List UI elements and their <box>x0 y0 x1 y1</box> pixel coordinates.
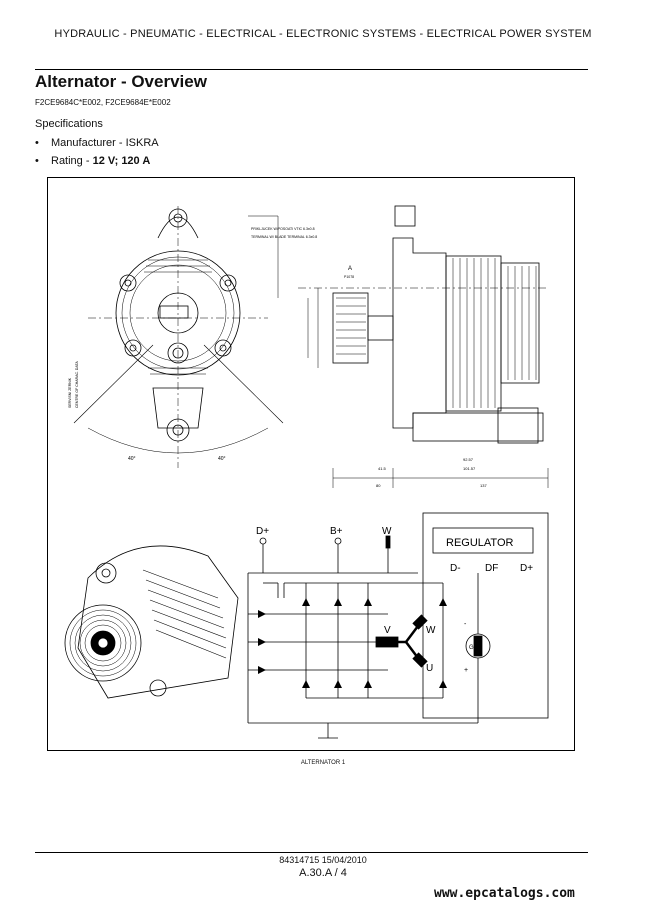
view-a-pin: P1078 <box>344 275 354 279</box>
bullet: • <box>35 155 39 167</box>
figure-caption: ALTERNATOR 1 <box>300 760 346 766</box>
dim-415: 41.5 <box>378 466 387 471</box>
coil-v: V <box>384 625 391 636</box>
spec-item-rating: • Rating - 12 V; 120 A <box>35 155 150 167</box>
terminal-label-2: TERMINAL W/ BLADE TERMINAL 6.3x0.8 <box>251 235 317 239</box>
coil-u: U <box>426 663 433 674</box>
terminal-w: W <box>382 526 392 537</box>
service-label-b: CENTRE OF CHARAC. DATA <box>75 361 79 408</box>
view-a-label: A <box>348 266 352 272</box>
angle-label-right: 40° <box>218 456 226 462</box>
terminal-b-plus: B+ <box>330 526 343 537</box>
field-minus: - <box>464 621 467 628</box>
terminal-label-1: PRIKLJUCEK W/POSOATI VTIC 6.3x0.8 <box>251 227 315 231</box>
document-id: 84314715 15/04/2010 <box>279 855 367 865</box>
spec-label: Manufacturer - <box>51 137 126 149</box>
service-label-a: SERVISNI ZERNIK <box>68 377 72 408</box>
section-header: HYDRAULIC - PNEUMATIC - ELECTRICAL - ELE… <box>54 28 592 40</box>
page-title: Alternator - Overview <box>35 72 207 91</box>
coil-w: W <box>426 625 436 636</box>
model-codes: F2CE9684C*E002, F2CE9684E*E002 <box>35 98 171 107</box>
wiring-schematic <box>247 512 549 739</box>
regulator-label: REGULATOR <box>446 537 513 549</box>
field-plus: + <box>464 667 468 674</box>
angle-label-left: 40° <box>128 456 136 462</box>
reg-df: DF <box>485 563 498 574</box>
header-rule <box>35 69 588 70</box>
spec-item-manufacturer: • Manufacturer - ISKRA <box>35 137 159 149</box>
side-view-drawing <box>298 205 549 488</box>
reg-d-minus: D- <box>450 563 461 574</box>
bullet: • <box>35 137 39 149</box>
dim-92: 92.57 <box>463 457 474 462</box>
dim-80: 80 <box>376 483 381 488</box>
footer-rule <box>35 852 588 853</box>
isometric-view-drawing <box>64 545 239 699</box>
spec-value: 12 V; 120 A <box>92 155 151 167</box>
specifications-heading: Specifications <box>35 118 103 130</box>
dim-137: 137 <box>480 483 487 488</box>
reg-d-plus: D+ <box>520 563 533 574</box>
watermark: www.epcatalogs.com <box>434 886 575 901</box>
terminal-d-plus: D+ <box>256 526 269 537</box>
technical-drawing: PRIKLJUCEK W/POSOATI VTIC 6.3x0.8 TERMIN… <box>64 205 549 739</box>
spec-value: ISKRA <box>125 137 159 149</box>
alternator-figure: PRIKLJUCEK W/POSOATI VTIC 6.3x0.8 TERMIN… <box>47 177 575 751</box>
dim-101: 101.57 <box>463 466 476 471</box>
spec-label: Rating - <box>51 155 93 167</box>
page-reference: A.30.A / 4 <box>299 867 347 879</box>
field-g: G <box>469 645 474 651</box>
front-view-drawing <box>73 206 284 468</box>
